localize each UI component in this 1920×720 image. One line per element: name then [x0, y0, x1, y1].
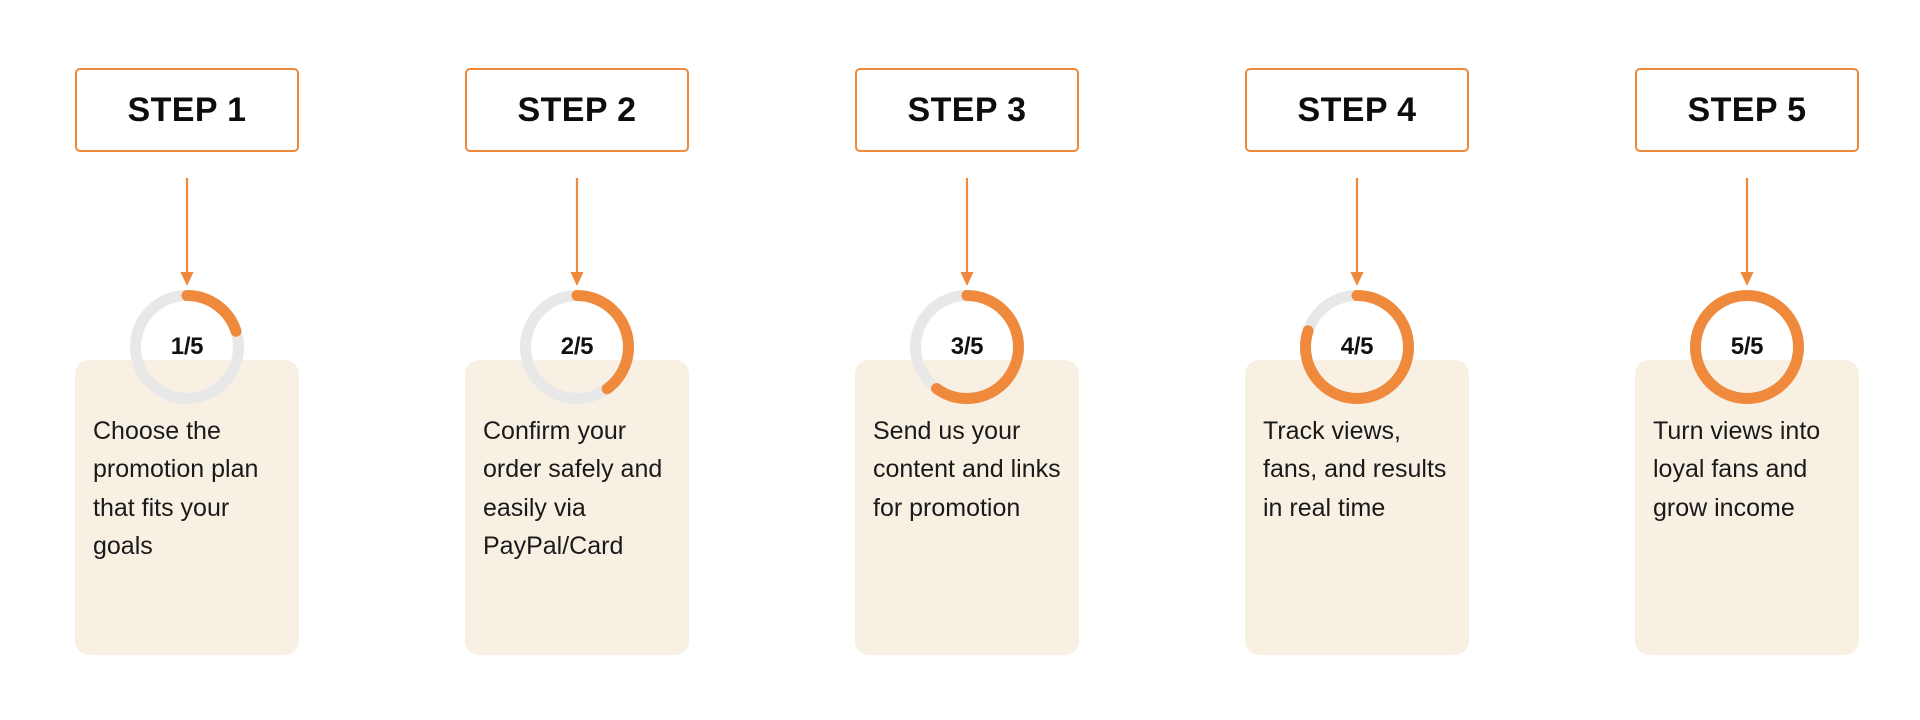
arrow-down-icon — [565, 178, 589, 288]
progress-ring-svg — [1300, 290, 1414, 404]
step-description-text: Turn views into loyal fans and grow inco… — [1653, 417, 1821, 522]
step-description-text: Track views, fans, and results in real t… — [1263, 417, 1447, 522]
step-badge-label: STEP 5 — [1687, 91, 1807, 129]
progress-ring-svg — [520, 290, 634, 404]
step-description-card-4: Track views, fans, and results in real t… — [1245, 360, 1469, 655]
progress-ring-1: 1/5 — [130, 290, 244, 404]
step-badge-label: STEP 2 — [517, 91, 637, 129]
step-description-card-5: Turn views into loyal fans and grow inco… — [1635, 360, 1859, 655]
step-badge-label: STEP 1 — [127, 91, 247, 129]
arrow-down-icon — [175, 178, 199, 288]
step-badge-label: STEP 3 — [907, 91, 1027, 129]
arrow-down-icon — [955, 178, 979, 288]
progress-ring-svg — [1690, 290, 1804, 404]
step-description-text: Choose the promotion plan that fits your… — [93, 417, 259, 560]
step-description-card-3: Send us your content and links for promo… — [855, 360, 1079, 655]
progress-ring-4: 4/5 — [1300, 290, 1414, 404]
progress-ring-fill — [910, 290, 1024, 404]
progress-ring-label: 1/5 — [170, 333, 204, 360]
progress-ring-2: 2/5 — [520, 290, 634, 404]
arrow-down-icon — [1345, 178, 1369, 288]
progress-ring-label: 3/5 — [950, 333, 984, 360]
step-description-text: Confirm your order safely and easily via… — [483, 417, 663, 560]
step-badge-5[interactable]: STEP 5 — [1635, 68, 1859, 152]
step-badge-4[interactable]: STEP 4 — [1245, 68, 1469, 152]
arrow-down-icon — [1735, 178, 1759, 288]
step-badge-label: STEP 4 — [1297, 91, 1417, 129]
progress-ring-fill — [1300, 290, 1414, 404]
step-badge-2[interactable]: STEP 2 — [465, 68, 689, 152]
progress-ring-label: 2/5 — [560, 333, 594, 360]
step-description-card-2: Confirm your order safely and easily via… — [465, 360, 689, 655]
progress-ring-5: 5/5 — [1690, 290, 1804, 404]
step-description-card-1: Choose the promotion plan that fits your… — [75, 360, 299, 655]
progress-ring-fill — [130, 290, 244, 404]
progress-ring-fill — [1690, 290, 1804, 404]
progress-ring-label: 5/5 — [1730, 333, 1764, 360]
progress-ring-label: 4/5 — [1340, 333, 1374, 360]
progress-ring-svg — [910, 290, 1024, 404]
step-badge-1[interactable]: STEP 1 — [75, 68, 299, 152]
progress-ring-fill — [520, 290, 634, 404]
progress-ring-svg — [130, 290, 244, 404]
step-description-text: Send us your content and links for promo… — [873, 417, 1061, 522]
progress-ring-3: 3/5 — [910, 290, 1024, 404]
step-badge-3[interactable]: STEP 3 — [855, 68, 1079, 152]
